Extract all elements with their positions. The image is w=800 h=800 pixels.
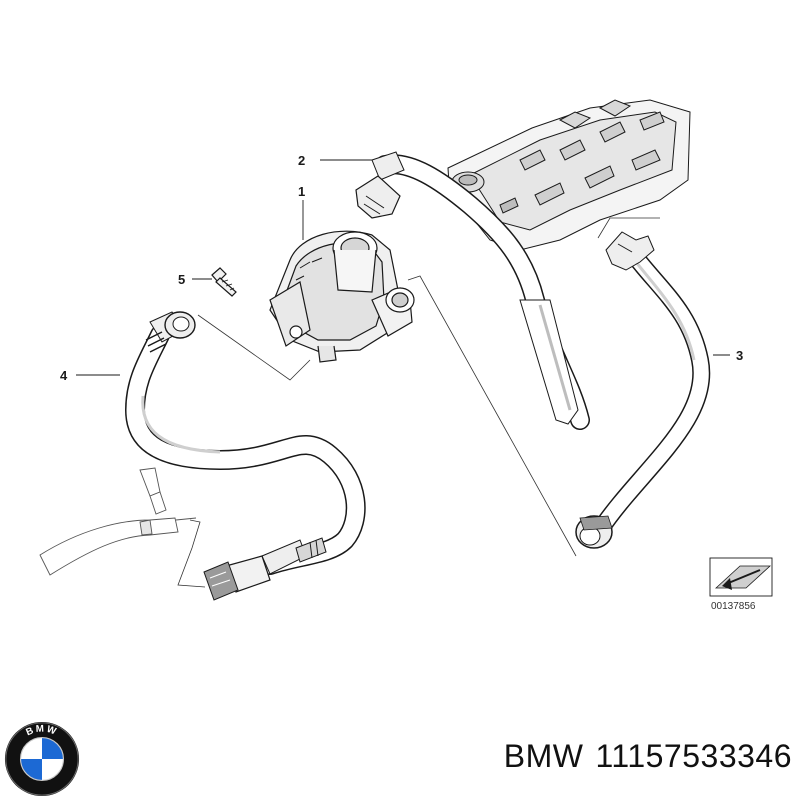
hose-3-illustration — [575, 231, 711, 549]
reference-code: 00137856 — [711, 601, 756, 612]
brand-name: BMW — [503, 738, 584, 774]
assembly-guide-lines — [177, 217, 660, 588]
oil-separator-illustration — [269, 230, 415, 363]
bracket-illustration — [39, 467, 197, 576]
hose-4-illustration — [124, 311, 366, 601]
logo-letters: BMW — [24, 724, 57, 739]
hose-2-illustration — [355, 151, 590, 430]
callout-label-1: 1 — [298, 184, 305, 199]
svg-text:BMW: BMW — [24, 724, 59, 739]
bmw-logo: BMW — [4, 721, 80, 797]
callout-label-2: 2 — [298, 153, 305, 168]
part-number: 11157533346 — [595, 738, 792, 774]
reference-symbol — [709, 557, 773, 597]
callout-label-3: 3 — [736, 348, 743, 363]
callout-leaders — [76, 159, 730, 376]
part-caption: BMW 11157533346 — [504, 738, 792, 775]
callout-label-5: 5 — [178, 272, 185, 287]
callout-label-4: 4 — [60, 368, 68, 383]
screw-illustration — [211, 267, 237, 297]
